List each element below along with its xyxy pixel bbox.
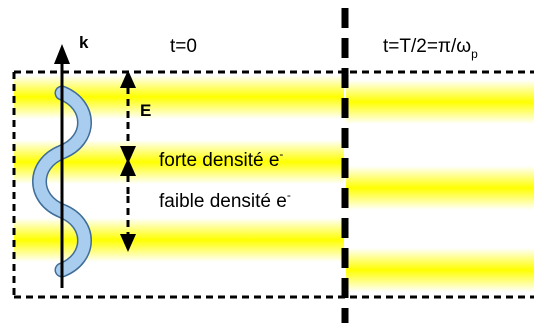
density-band	[346, 80, 534, 124]
e-label: E	[140, 101, 151, 120]
arrow-up-icon	[120, 70, 136, 88]
wave-icon	[32, 85, 92, 278]
arrow-up-icon	[120, 158, 136, 176]
strong-density-label: forte densité e-	[159, 147, 283, 171]
wave-ribbon-fill	[33, 87, 91, 276]
time-label-t0: t=0	[170, 36, 197, 57]
density-band	[14, 218, 344, 262]
density-band	[346, 248, 534, 292]
e-arrowheads	[120, 70, 136, 252]
arrow-down-icon	[120, 234, 136, 252]
time-label-t-half: t=T/2=π/ωp	[383, 36, 478, 61]
k-label: k	[79, 33, 89, 52]
omega-subscript: p	[471, 47, 478, 61]
k-vector	[54, 44, 70, 288]
electron-superscript: -	[279, 147, 283, 161]
arrow-down-icon	[120, 146, 136, 164]
dashed-frame	[12, 70, 534, 299]
electron-superscript: -	[287, 188, 291, 202]
k-arrow-icon	[54, 44, 70, 64]
weak-density-label: faible densité e-	[159, 188, 291, 212]
density-band	[346, 166, 534, 210]
density-bands-t-half	[346, 80, 534, 292]
